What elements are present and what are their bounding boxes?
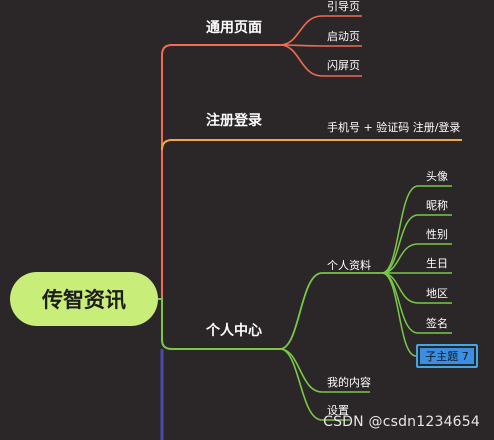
branch-zhuce[interactable]: 注册登录: [206, 113, 262, 129]
edge-geren-ziliao: [279, 272, 382, 350]
edge-xingbie: [381, 243, 452, 274]
leaf-shengri[interactable]: 生日: [426, 257, 448, 270]
leaf-nicheng[interactable]: 昵称: [426, 199, 448, 212]
node-shezhi[interactable]: 设置: [327, 404, 349, 417]
trunk-to-geren: [158, 298, 280, 350]
branch-geren[interactable]: 个人中心: [206, 323, 262, 339]
trunk-to-tongyong: [158, 44, 280, 300]
leaf-shanping[interactable]: 闪屏页: [327, 59, 360, 72]
root-topic[interactable]: 传智资讯: [10, 272, 158, 326]
leaf-diqu[interactable]: 地区: [426, 287, 448, 300]
edge-zizhuti: [381, 272, 417, 357]
edge-shanping: [279, 44, 362, 77]
node-wodeneirong[interactable]: 我的内容: [327, 376, 371, 389]
leaf-touxiang[interactable]: 头像: [426, 170, 448, 183]
edge-yindao: [279, 15, 362, 46]
edge-qidong: [279, 44, 362, 47]
edge-touxiang: [381, 185, 452, 274]
edge-diqu: [381, 272, 452, 304]
trunk-to-zhuce: [161, 139, 462, 151]
csdn-watermark: CSDN @csdn1234654: [323, 414, 480, 430]
node-gerenziliao[interactable]: 个人资料: [327, 259, 371, 272]
leaf-xingbie[interactable]: 性别: [426, 228, 448, 241]
leaf-shoujihao[interactable]: 手机号 + 验证码 注册/登录: [327, 121, 461, 134]
edge-geren-shezhi: [279, 348, 350, 421]
leaf-qianming[interactable]: 签名: [426, 317, 448, 330]
edge-nicheng: [381, 214, 452, 274]
leaf-yindao[interactable]: 引导页: [327, 0, 360, 13]
branch-tongyong[interactable]: 通用页面: [206, 20, 262, 36]
selected-topic-label[interactable]: 子主题 7: [420, 348, 474, 364]
leaf-qidong[interactable]: 启动页: [327, 30, 360, 43]
